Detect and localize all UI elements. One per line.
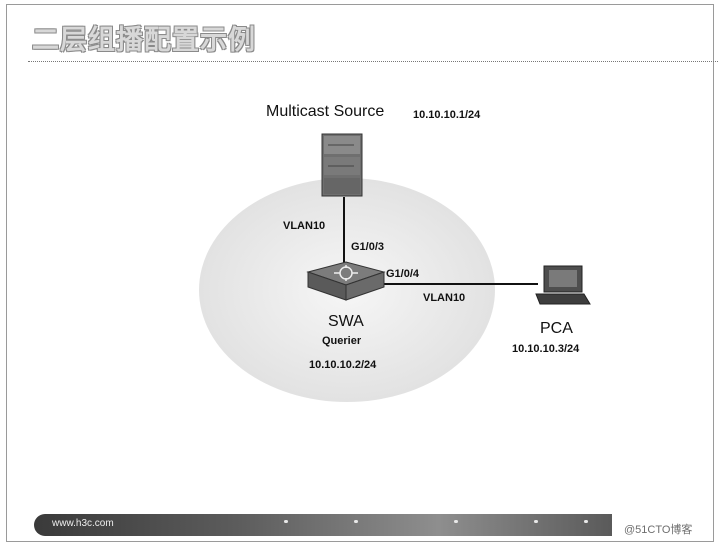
switch-role: Querier — [322, 335, 362, 347]
switch-name: SWA — [328, 313, 364, 330]
server-icon — [321, 133, 363, 197]
source-name: Multicast Source — [266, 103, 385, 120]
vlan-label-host-link: VLAN10 — [423, 292, 466, 304]
footer-bar — [34, 514, 612, 536]
source-ip: 10.10.10.1/24 — [413, 109, 481, 121]
watermark: @51CTO博客 — [624, 524, 693, 536]
vlan-label-source-link: VLAN10 — [283, 220, 326, 232]
port-label-g104: G1/0/4 — [386, 268, 420, 280]
switch-icon — [306, 261, 386, 301]
host-ip: 10.10.10.3/24 — [512, 343, 580, 355]
title-divider — [28, 61, 718, 62]
pc-icon — [535, 265, 591, 305]
port-label-g103: G1/0/3 — [351, 241, 385, 253]
page-title: 二层组播配置示例 — [32, 25, 256, 56]
host-name: PCA — [540, 320, 573, 337]
switch-ip: 10.10.10.2/24 — [309, 359, 377, 371]
footer-url: www.h3c.com — [52, 518, 114, 529]
